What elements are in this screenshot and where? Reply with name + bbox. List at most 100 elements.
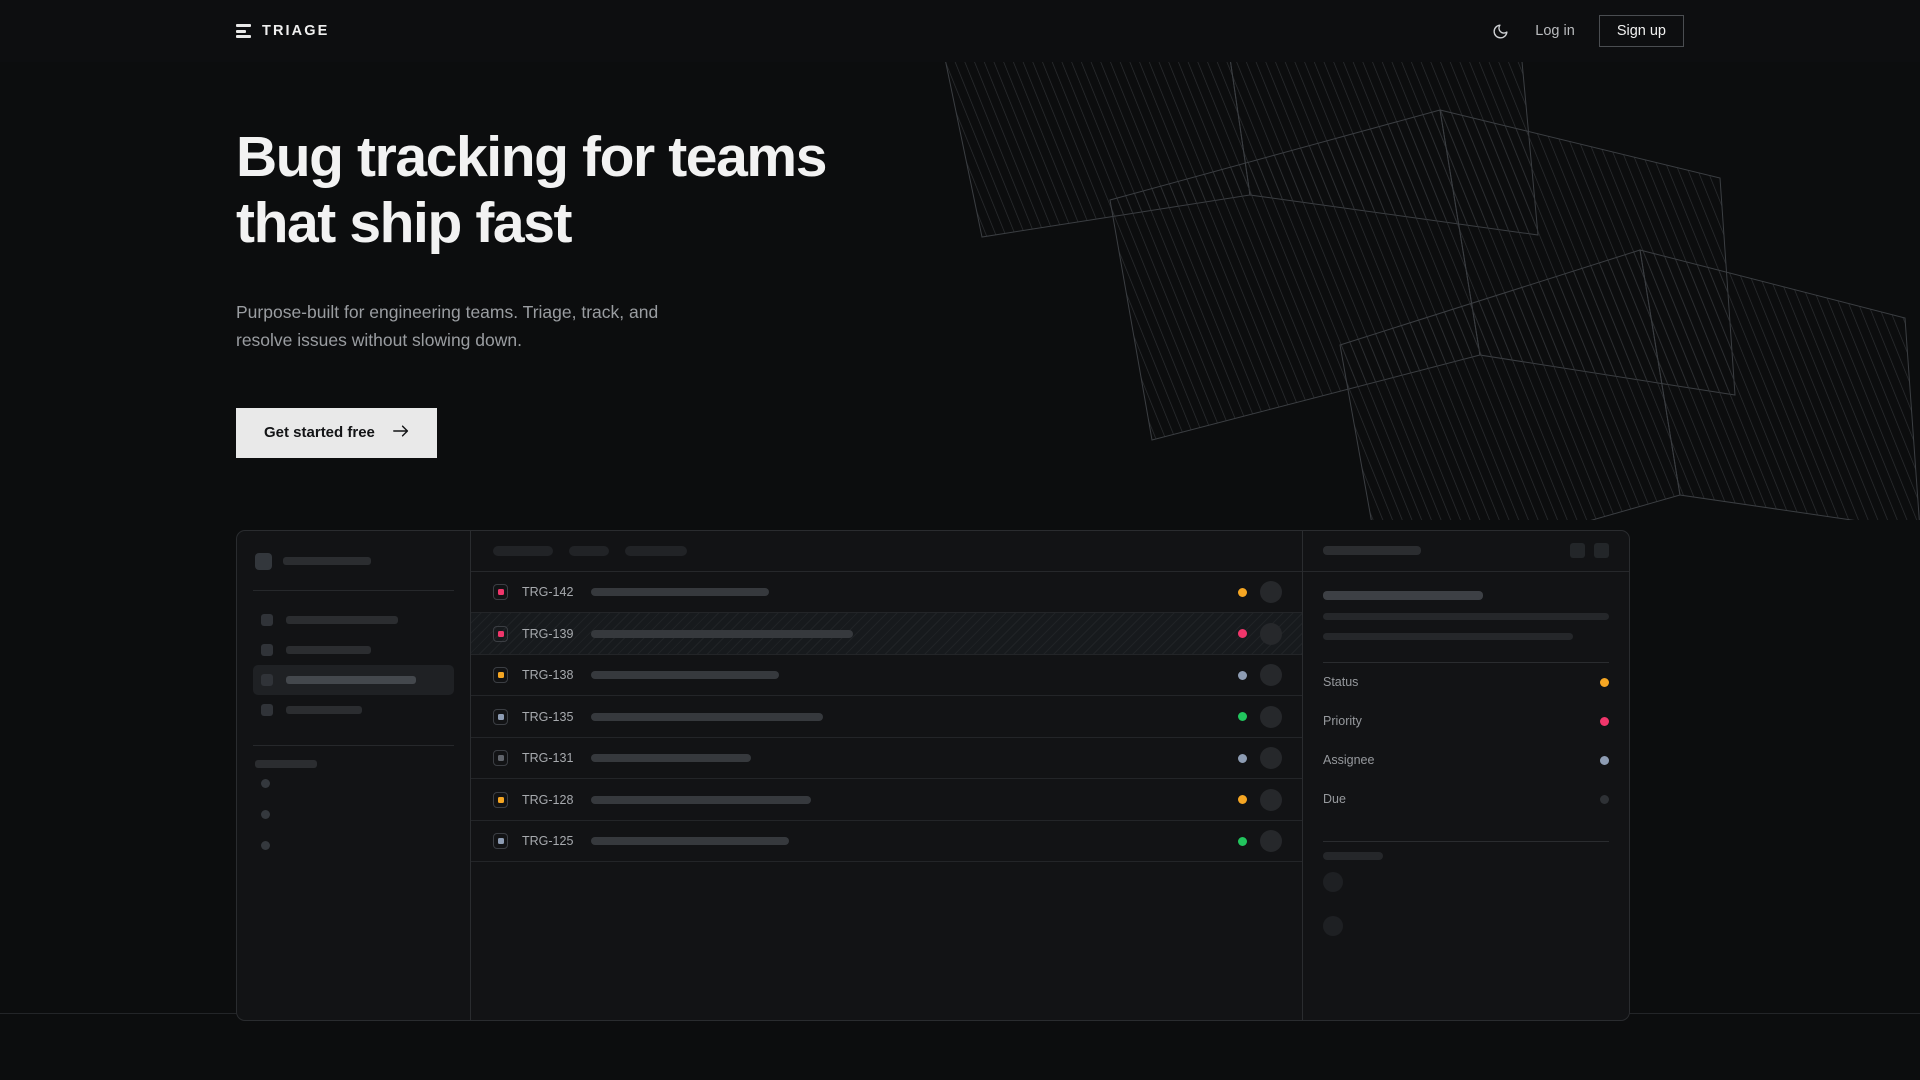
sidebar-workspace[interactable] [253,547,454,570]
status-dot [1238,712,1247,722]
sidebar-item-3[interactable] [253,695,454,725]
status-dot [1238,587,1247,597]
brand-logo[interactable]: TRIAGE [236,23,329,39]
heading-line-1: Bug tracking for teams [236,125,827,189]
avatar [1260,622,1282,645]
sidebar-item-label [286,675,416,684]
sidebar-item-icon [261,643,273,656]
meta-row-priority[interactable]: Priority [1323,702,1609,741]
toolbar-filter-1[interactable] [569,545,609,556]
avatar [1260,788,1282,811]
row-meta [1238,830,1282,853]
row-meta [1238,705,1282,728]
site-header: TRIAGE Log in Sign up [0,0,1920,62]
moon-icon[interactable] [1489,20,1511,42]
sidebar-item-label [286,615,398,624]
get-started-button[interactable]: Get started free [236,407,437,458]
activity-row-0 [1323,860,1609,904]
row-meta [1238,622,1282,645]
sidebar-item-2[interactable] [253,664,454,695]
meta-row-status[interactable]: Status [1323,663,1609,702]
meta-row-due[interactable]: Due [1323,780,1609,819]
priority-chip[interactable] [493,708,508,725]
detail-body-line-0 [1323,612,1609,620]
sidebar-item-icon [261,673,273,686]
issue-title-placeholder [591,754,751,763]
priority-chip[interactable] [493,750,508,767]
issue-id: TRG-131 [522,751,574,766]
row-meta [1238,788,1282,811]
avatar [1260,705,1282,728]
sidebar-item-label [286,645,371,654]
sidebar-mini-icon [261,809,270,819]
table-row[interactable]: TRG-131 [471,738,1302,780]
sidebar-divider [253,589,454,591]
workspace-name-placeholder [283,557,371,566]
meta-label: Priority [1323,714,1362,729]
login-link[interactable]: Log in [1535,23,1575,39]
avatar [1260,581,1282,604]
detail-body-line-1 [1323,632,1573,640]
priority-chip[interactable] [493,584,508,601]
detail-header [1303,531,1629,572]
sidebar-item-icon [261,703,273,716]
avatar [1323,915,1343,936]
meta-label: Status [1323,675,1359,690]
issue-title-placeholder [591,795,811,804]
sidebar-section-label [255,759,452,768]
brand-name: TRIAGE [262,23,330,39]
priority-chip[interactable] [493,667,508,684]
sidebar-mini-item-0[interactable] [253,768,454,799]
activity-row-1 [1323,904,1609,948]
hero-subheading: Purpose-built for engineering teams. Tri… [236,302,659,351]
toolbar-filter-2[interactable] [625,545,687,556]
priority-chip[interactable] [493,791,508,808]
sidebar-item-label [286,705,362,714]
avatar [1323,871,1343,892]
detail-header-actions [1570,543,1609,559]
header-nav: Log in Sign up [1489,15,1684,47]
issue-id: TRG-125 [522,834,574,849]
signup-button[interactable]: Sign up [1598,15,1684,47]
sidebar-item-1[interactable] [253,635,454,665]
meta-value-dot [1600,794,1609,804]
activity-list [1323,860,1609,948]
sidebar-mini-icon [261,778,270,788]
issue-id: TRG-138 [522,668,574,683]
table-row[interactable]: TRG-139 [471,613,1302,655]
issue-title-placeholder [591,671,779,680]
detail-action-button-0[interactable] [1570,543,1585,559]
table-row[interactable]: TRG-128 [471,779,1302,821]
detail-action-button-1[interactable] [1594,543,1609,559]
priority-chip[interactable] [493,833,508,850]
table-row[interactable]: TRG-138 [471,655,1302,697]
status-dot [1238,795,1247,805]
sidebar-mini-item-1[interactable] [253,799,454,830]
cta-label: Get started free [264,424,375,442]
meta-value-dot [1600,755,1609,765]
priority-chip[interactable] [493,625,508,642]
toolbar-filter-0[interactable] [493,545,553,556]
meta-value-dot [1600,677,1609,687]
status-dot [1238,836,1247,846]
detail-header-title-placeholder [1323,546,1421,556]
sidebar-item-0[interactable] [253,605,454,635]
issue-id: TRG-139 [522,626,574,641]
issue-id: TRG-135 [522,709,574,724]
status-dot [1238,670,1247,680]
avatar [1260,664,1282,687]
issue-id: TRG-128 [522,792,574,807]
sidebar-mini-icon [261,840,270,850]
table-row[interactable]: TRG-135 [471,696,1302,738]
meta-row-assignee[interactable]: Assignee [1323,741,1609,780]
table-row[interactable]: TRG-142 [471,572,1302,614]
table-row[interactable]: TRG-125 [471,821,1302,863]
avatar [1260,830,1282,853]
sidebar-mini-item-2[interactable] [253,830,454,861]
row-meta [1238,581,1282,604]
